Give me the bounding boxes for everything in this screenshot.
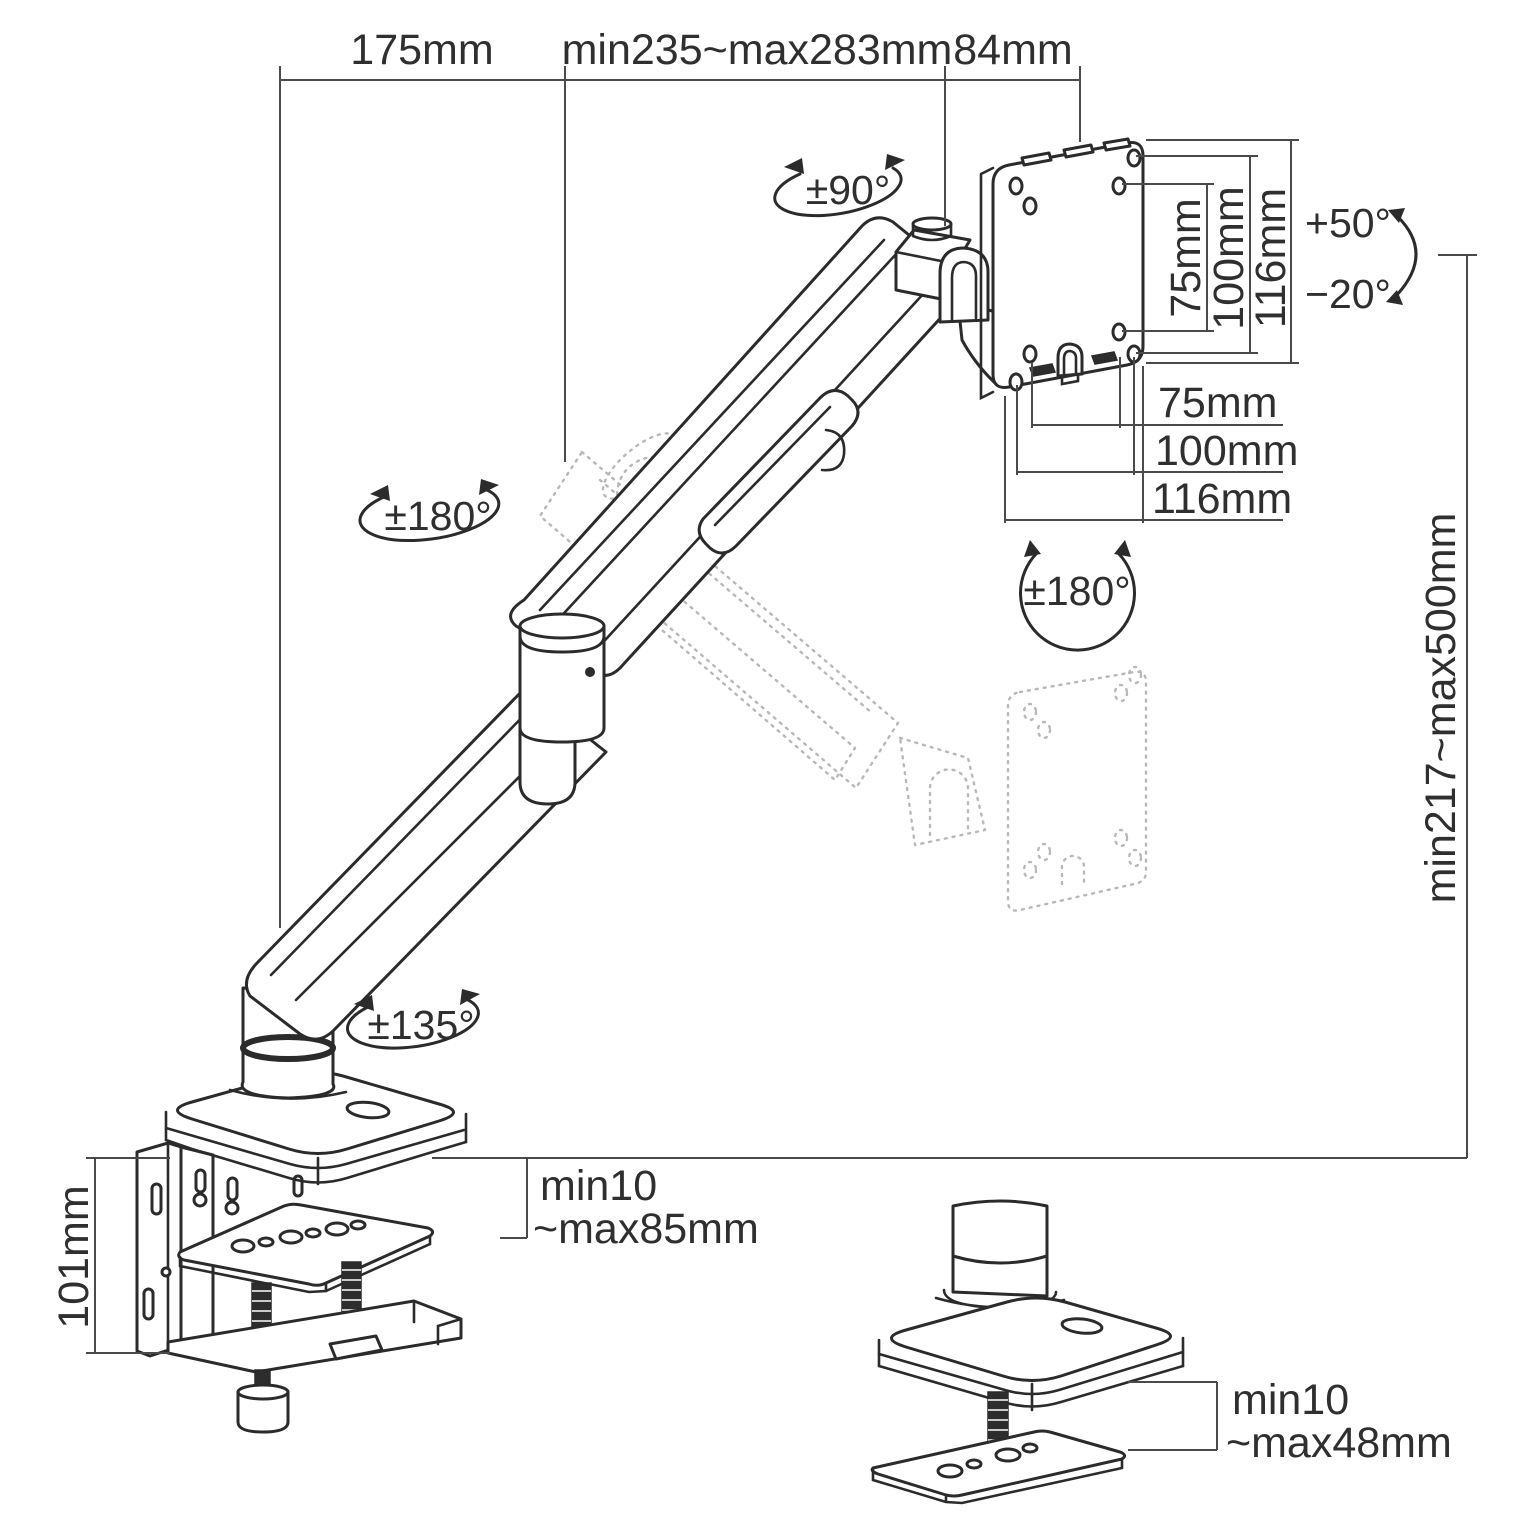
tilt-arrow-up-icon	[1388, 208, 1405, 223]
ghost-arm-alternate-position	[538, 432, 1148, 912]
ghost-head	[898, 736, 987, 847]
base-oval-hole	[345, 1100, 391, 1120]
label-clamp-height: 101mm	[50, 1185, 98, 1328]
cable-clip	[697, 389, 860, 555]
arrow-left-icon	[370, 485, 390, 501]
tilt-arc	[1393, 214, 1418, 299]
clip-hook	[820, 428, 846, 472]
grommet-base-top	[890, 1296, 1172, 1382]
label-vesa-116-vertical: 116mm	[1247, 188, 1295, 328]
ghost-vesa-holes	[1022, 665, 1143, 880]
arrow-left-icon	[354, 995, 374, 1011]
elbow-joint	[518, 612, 606, 744]
elbow-cylinder	[518, 624, 606, 744]
grommet-oval-hole	[1060, 1317, 1104, 1335]
clamp-slot	[142, 1287, 155, 1321]
top-extension-lines	[279, 66, 1081, 928]
arrow-right-icon	[460, 989, 480, 1005]
swivel-rotation-ellipse	[773, 166, 903, 218]
column-ring	[240, 1034, 336, 1062]
grommet-plate-holes	[936, 1442, 1039, 1479]
arrow-right-icon	[885, 154, 905, 170]
clamp-screw	[194, 1168, 207, 1194]
label-tilt-up: +50°	[1305, 200, 1391, 246]
clamp-plate-holes	[230, 1219, 367, 1254]
elbow-ring	[518, 634, 606, 654]
grommet-pole-ring	[951, 1254, 1049, 1265]
vesa-bottom-dim-lines	[1005, 424, 1283, 521]
label-clamp-thickness-line2: ~max85mm	[533, 1205, 759, 1253]
label-swivel-rotation: ±90°	[806, 167, 891, 213]
grommet-bottom-plate	[870, 1429, 1127, 1498]
dimension-lines	[86, 66, 1477, 1451]
label-vesa-rotation: ±180°	[1023, 568, 1130, 614]
arrow-up-left-icon	[1024, 540, 1041, 557]
clamp-screw	[226, 1176, 239, 1202]
base-bottom-edge	[164, 1138, 468, 1184]
label-vesa-75-vertical: 75mm	[1162, 198, 1210, 317]
grommet-pole	[951, 1199, 1049, 1298]
dimension-labels: 175mm min235~max283mm 84mm ±90° ±180° ±1…	[50, 26, 1465, 1467]
vesa-bottom-extensions	[1004, 357, 1144, 523]
label-vesa-116-horizontal: 116mm	[1152, 475, 1292, 523]
ghost-upper-arm	[538, 450, 900, 790]
plate-side-face	[979, 166, 995, 401]
desk-clamp	[135, 1141, 463, 1434]
plate-keyhole	[1056, 342, 1084, 378]
clamp-thickness-dim	[500, 1158, 528, 1239]
rotation-arrows	[346, 154, 1418, 1050]
label-arm-rotation: ±180°	[384, 493, 491, 539]
column-flare	[228, 1088, 348, 1100]
vesa-side-extensions	[1122, 139, 1299, 364]
label-grommet-thickness-line2: ~max48mm	[1226, 1419, 1452, 1467]
ghost-vesa-plate	[1006, 670, 1148, 912]
clamp-slot	[150, 1182, 163, 1216]
arrow-up-right-icon	[1114, 540, 1131, 557]
arm-rotation-ellipse	[358, 488, 501, 543]
upper-arm-beam	[509, 216, 963, 677]
plate-bottom-slot	[1090, 351, 1119, 365]
label-tilt-down: −20°	[1305, 271, 1391, 317]
label-vesa-100-horizontal: 100mm	[1155, 427, 1298, 475]
clamp-height-dim	[86, 1157, 170, 1354]
vesa-side-dim-lines	[1206, 140, 1292, 363]
label-arm-rear-length: 175mm	[350, 26, 493, 74]
clamp-foot-pad	[328, 1334, 384, 1361]
vesa-plate	[979, 137, 1145, 401]
grommet-thickness-dim	[1128, 1381, 1218, 1451]
arrow-left-icon	[784, 158, 804, 174]
arrow-right-icon	[479, 479, 499, 495]
elbow-screw	[585, 667, 595, 677]
lower-arm-beam	[244, 686, 608, 1041]
upper-arm	[509, 216, 963, 677]
tilt-arrow-down-icon	[1386, 290, 1403, 305]
base-rotation-ellipse	[346, 998, 480, 1050]
label-vesa-75-horizontal: 75mm	[1158, 379, 1277, 427]
clamp-knob	[236, 1390, 290, 1434]
height-dimension-line	[1438, 254, 1477, 1158]
clamp-back-plate	[135, 1141, 183, 1358]
label-clamp-thickness-line1: min10	[540, 1162, 657, 1210]
label-head-depth: 84mm	[953, 26, 1072, 74]
label-height-range: min217~max500mm	[1417, 513, 1465, 904]
label-base-rotation: ±135°	[367, 1002, 474, 1048]
head-assembly	[894, 216, 998, 386]
label-grommet-thickness-line1: min10	[1232, 1376, 1349, 1424]
vesa-rotation-circle	[1019, 552, 1136, 652]
grommet-mount	[870, 1199, 1185, 1505]
label-vesa-100-vertical: 100mm	[1205, 186, 1253, 329]
plate-top-slots	[1020, 137, 1132, 167]
label-arm-extension-range: min235~max283mm	[562, 26, 953, 74]
